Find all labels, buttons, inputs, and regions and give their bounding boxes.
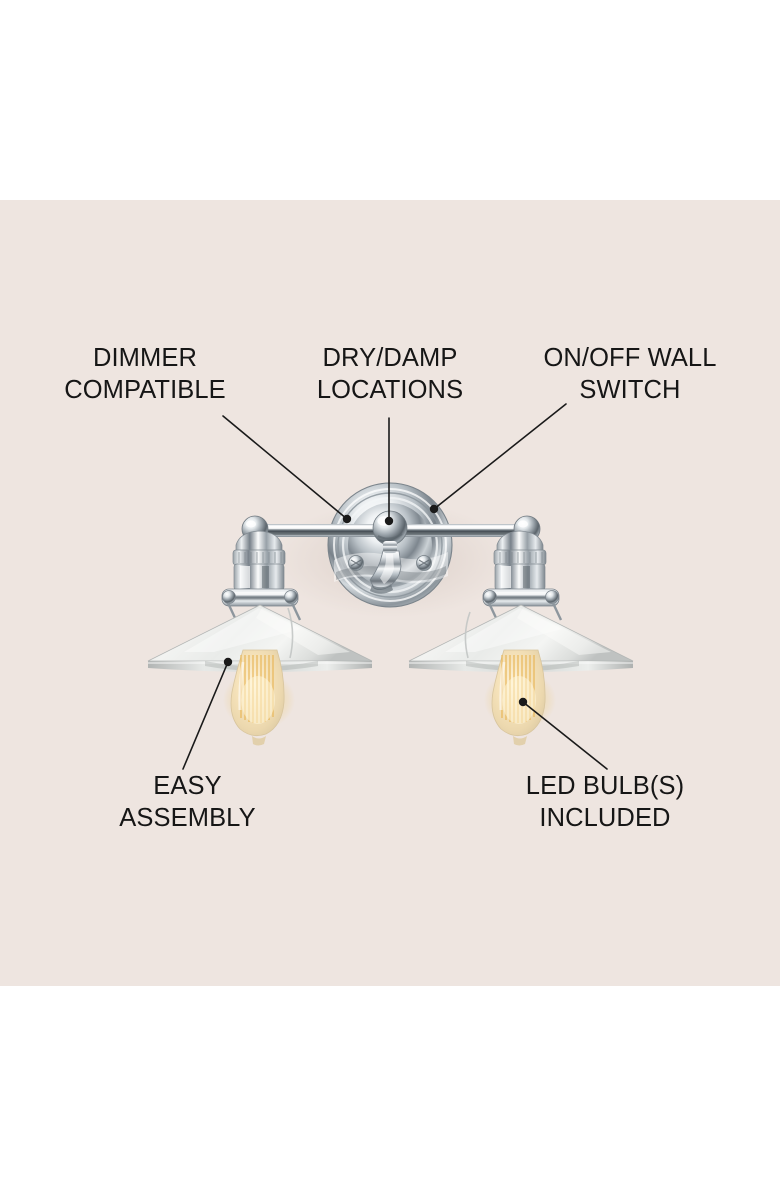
callout-label-dry-damp-locations: DRY/DAMP LOCATIONS [316,344,464,404]
callout-label-led-bulbs-included: LED BULB(S) INCLUDED [525,772,685,832]
callout-label-on-off-wall-switch: ON/OFF WALL SWITCH [543,344,717,404]
product-panel-background [0,200,780,986]
callout-label-dimmer-compatible: DIMMER COMPATIBLE [64,344,226,404]
callout-label-easy-assembly: EASY ASSEMBLY [119,772,256,832]
